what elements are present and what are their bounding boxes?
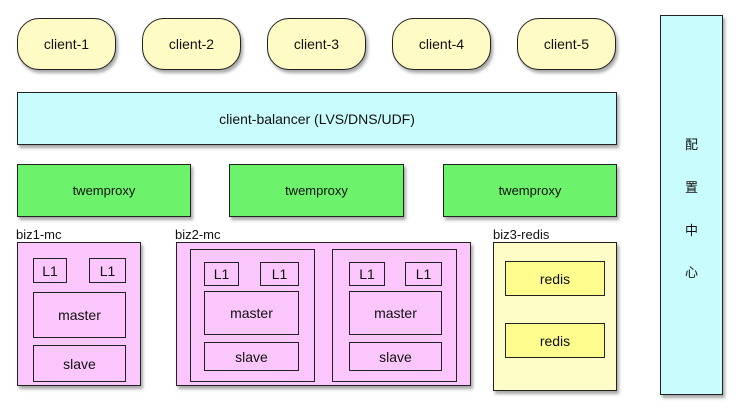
twemproxy-label: twemproxy	[498, 183, 562, 198]
biz2-unit2-slave-node: slave	[349, 342, 442, 371]
redis-node-1: redis	[505, 261, 605, 296]
slave-label: slave	[63, 355, 96, 372]
biz2-group	[176, 242, 471, 386]
config-center-char-1: 配	[684, 138, 698, 153]
client-3-node: client-3	[267, 18, 366, 70]
slave-label: slave	[379, 348, 412, 365]
config-center-char-2: 置	[684, 181, 698, 196]
client-4-node: client-4	[392, 18, 491, 70]
biz2-unit2-l1-cache-2: L1	[405, 262, 442, 286]
l1-label: L1	[42, 262, 58, 279]
client-label: client-3	[293, 36, 340, 52]
config-center-char-3: 中	[684, 224, 698, 239]
l1-label: L1	[415, 266, 432, 282]
master-label: master	[58, 307, 101, 323]
master-label: master	[374, 305, 417, 321]
balancer-label: client-balancer (LVS/DNS/UDF)	[219, 110, 415, 127]
twemproxy-node-2: twemproxy	[229, 164, 404, 217]
biz2-unit-2	[332, 249, 457, 382]
client-label: client-5	[543, 36, 590, 52]
biz1-l1-cache-1: L1	[33, 258, 67, 283]
biz2-unit1-slave-node: slave	[204, 342, 299, 371]
client-balancer-node: client-balancer (LVS/DNS/UDF)	[17, 92, 617, 145]
client-5-node: client-5	[517, 18, 616, 70]
biz2-unit1-l1-cache-1: L1	[204, 262, 239, 286]
client-label: client-2	[168, 36, 215, 52]
redis-label: redis	[539, 332, 571, 349]
client-1-node: client-1	[17, 18, 116, 70]
twemproxy-label: twemproxy	[72, 183, 136, 198]
twemproxy-label: twemproxy	[285, 183, 348, 198]
config-center-char-4: 心	[684, 266, 698, 281]
biz1-master-node: master	[33, 292, 126, 338]
client-label: client-4	[418, 36, 465, 52]
twemproxy-node-1: twemproxy	[17, 164, 191, 217]
biz1-title: biz1-mc	[16, 227, 62, 242]
l1-label: L1	[99, 262, 116, 279]
redis-node-2: redis	[505, 323, 605, 358]
client-label: client-1	[43, 36, 90, 52]
master-label: master	[230, 305, 273, 321]
biz3-title: biz3-redis	[493, 227, 550, 242]
redis-label: redis	[539, 270, 571, 287]
biz2-unit1-master-node: master	[204, 291, 299, 335]
l1-label: L1	[271, 266, 288, 282]
l1-label: L1	[213, 266, 230, 282]
biz2-unit2-l1-cache-1: L1	[349, 262, 385, 286]
l1-label: L1	[359, 266, 375, 282]
config-center-panel: 配 置 中 心	[660, 15, 723, 395]
slave-label: slave	[235, 348, 268, 365]
twemproxy-node-3: twemproxy	[443, 164, 617, 217]
biz1-l1-cache-2: L1	[89, 258, 126, 283]
biz2-title: biz2-mc	[175, 227, 221, 242]
biz1-slave-node: slave	[33, 345, 126, 382]
client-2-node: client-2	[142, 18, 241, 70]
biz2-unit-1	[190, 249, 315, 382]
biz2-unit1-l1-cache-2: L1	[260, 262, 299, 286]
biz1-group	[17, 242, 141, 386]
biz2-unit2-master-node: master	[349, 291, 442, 335]
